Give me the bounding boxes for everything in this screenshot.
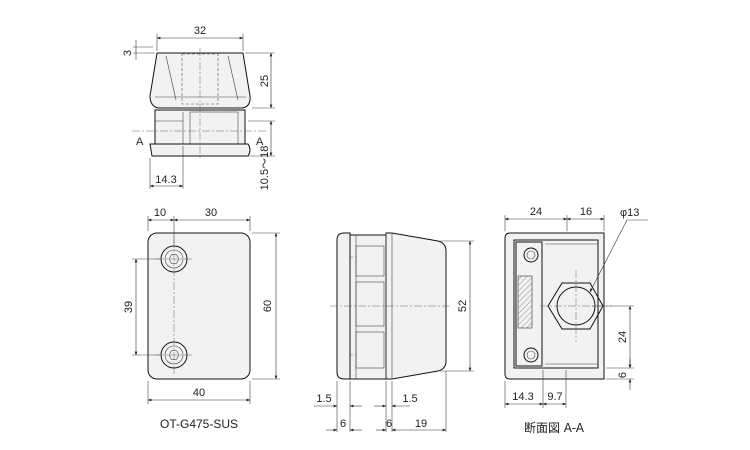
side-clamp-block <box>355 281 385 327</box>
dim-section-hex-height: 24 <box>617 331 629 343</box>
side-clamp-block <box>355 331 385 369</box>
side-view: 52 1.5 1.5 6 6 19 <box>314 232 474 432</box>
dim-section-right: 16 <box>580 206 592 218</box>
hex-socket-icon <box>168 254 180 264</box>
dim-side-left-gap: 1.5 <box>316 393 331 405</box>
section-screw-top-inner <box>526 250 536 260</box>
dim-section-left: 24 <box>530 206 542 218</box>
side-left-plate <box>336 232 351 380</box>
front-plate <box>147 232 251 380</box>
dim-section-gap: 9.7 <box>547 391 562 403</box>
dim-front-hole-offset: 10 <box>154 207 166 219</box>
top-cap-inner <box>165 55 239 101</box>
dim-front-height: 60 <box>262 300 274 312</box>
section-inner <box>513 239 599 369</box>
dim-top-range: 10.5～18 <box>259 146 271 191</box>
hex-socket-icon <box>168 350 180 360</box>
leader-phi <box>589 219 628 293</box>
dim-front-hole-pitch: 39 <box>123 301 135 313</box>
dim-top-offset: 14.3 <box>155 174 176 186</box>
dim-front-width: 40 <box>193 387 205 399</box>
section-screw-bottom-inner <box>526 350 536 360</box>
dim-side-body: 19 <box>415 418 427 430</box>
side-clamp-block <box>355 245 385 277</box>
front-view: 10 30 39 60 40 OT-G475-SUS <box>123 207 280 431</box>
section-view: φ13 24 16 24 6 14.3 9.7 断面図 A-A <box>504 206 648 435</box>
section-caption: 断面図 A-A <box>524 420 585 435</box>
section-label-left: A <box>136 136 144 148</box>
section-screw-bottom <box>523 347 539 363</box>
dim-side-height: 52 <box>457 300 469 312</box>
side-clamp <box>349 234 387 380</box>
section-left-hatch <box>517 275 533 329</box>
dim-section-bottom: 6 <box>617 372 629 378</box>
top-view: A A 32 3 25 10.5～18 14.3 <box>122 25 275 190</box>
section-left-plate <box>515 241 543 367</box>
section-screw-top <box>523 247 539 263</box>
part-number: OT-G475-SUS <box>160 417 238 431</box>
dim-side-right-gap: 1.5 <box>402 393 417 405</box>
section-label-right: A <box>256 136 264 148</box>
dim-top-3: 3 <box>122 50 134 56</box>
dim-top-width: 32 <box>194 25 206 37</box>
dim-side-mid-thickness: 6 <box>386 418 392 430</box>
dim-side-left-thickness: 6 <box>340 418 346 430</box>
dim-section-diameter: φ13 <box>620 207 639 219</box>
dim-section-offset: 14.3 <box>512 391 533 403</box>
dim-front-hole-to-edge: 30 <box>205 207 217 219</box>
dim-top-height: 25 <box>259 75 271 87</box>
